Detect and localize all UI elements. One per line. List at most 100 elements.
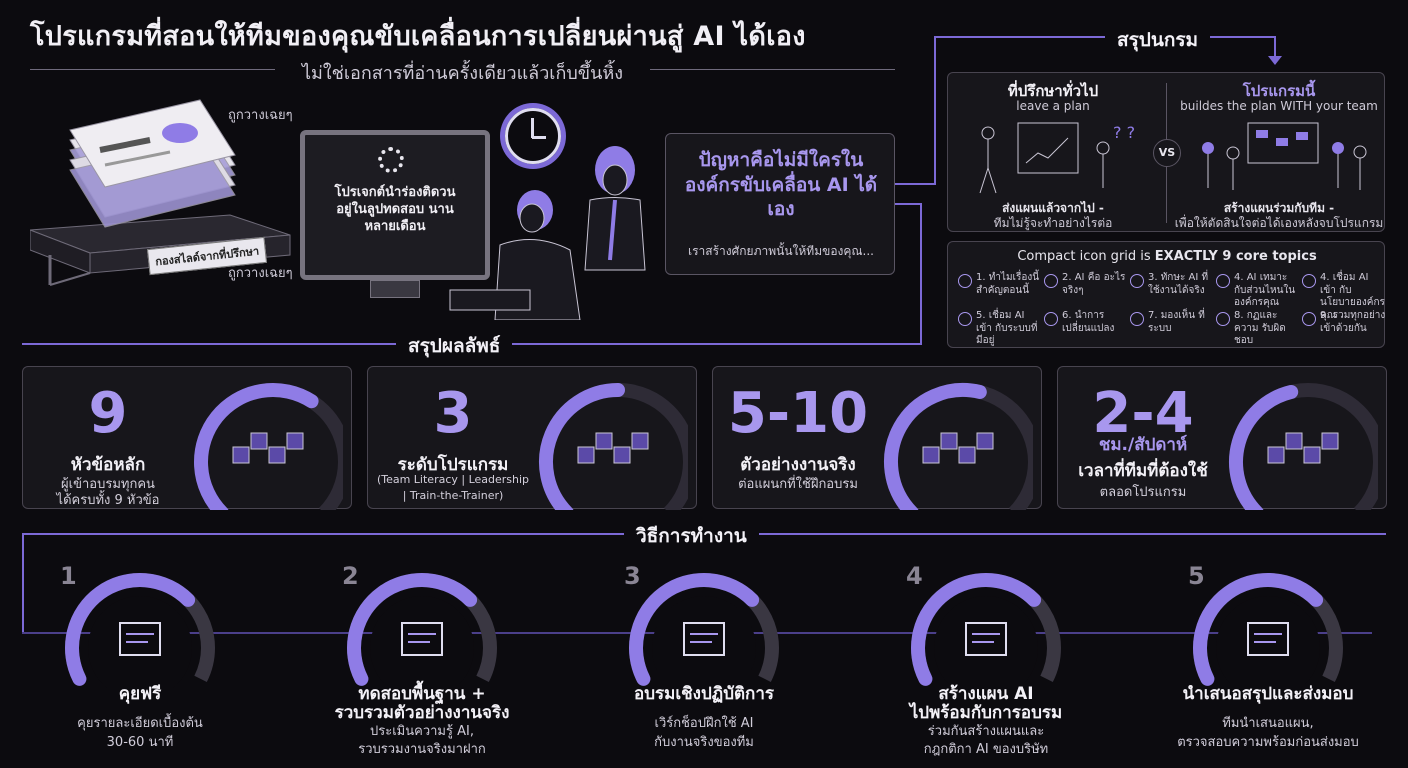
progress-arc: [539, 383, 688, 510]
process-heading: วิธีการทำงาน: [624, 521, 759, 551]
kpi-number: 9: [88, 381, 128, 446]
connector-line: [895, 183, 935, 185]
progress-fill: [884, 383, 987, 510]
kpi-sub: ตลอดโปรแกรม: [1099, 485, 1187, 500]
topic-icon: [1044, 312, 1058, 326]
loading-spinner-icon: [378, 147, 404, 173]
topic-item: 5. เชื่อม AI เข้า กับระบบที่มีอยู่: [976, 310, 1038, 346]
step-arc-fill: [65, 573, 196, 686]
step-title: นำเสนอสรุปและส่งมอบ: [1182, 684, 1354, 704]
program-title: โปรแกรมนี้: [1242, 82, 1316, 100]
topic-icon: [958, 312, 972, 326]
progress-fill: [194, 383, 319, 510]
step-icon: [401, 622, 443, 656]
step-title: อบรมเชิงปฏิบัติการ: [634, 684, 774, 704]
consultant-title: ที่ปรึกษาทั่วไป: [1007, 82, 1099, 100]
step-desc: ประเมินความรู้ AI,: [370, 724, 474, 739]
progress-arc: [194, 383, 343, 510]
kpi-label-2: เวลาที่ทีมที่ต้องใช้: [1078, 461, 1208, 481]
step-arc-fill: [911, 573, 1042, 686]
problem-box: ปัญหาคือไม่มีใครใน องค์กรขับเคลื่อน AI ไ…: [665, 133, 895, 275]
connector-line: [895, 203, 922, 205]
topics-heading-prefix: Compact icon grid is: [1017, 249, 1155, 264]
topic-icon: [1302, 274, 1316, 288]
team-planning-illustration: [1202, 122, 1367, 190]
topic-item: 4. AI เทมาะ กับส่วนไหนใน องค์กรคุณ: [1234, 272, 1296, 308]
consultant-leaving-illustration: ? ?: [979, 122, 1135, 194]
kpi-label: ชม./สัปดาห์: [1098, 435, 1188, 455]
step-title-2: รวบรวมตัวอย่างงานจริง: [334, 703, 510, 723]
step-desc: เวิร์กช็อปฝึกใช้ AI: [654, 716, 754, 731]
step-number: 5: [1188, 562, 1205, 590]
step-desc: คุยรายละเอียดเบื้องต้น: [77, 716, 203, 731]
topic-icon: [1130, 274, 1144, 288]
step-arc: [65, 573, 215, 688]
progress-arc: [1229, 383, 1378, 510]
topics-panel: Compact icon grid is EXACTLY 9 core topi…: [947, 241, 1385, 348]
kpi-number: 2-4: [1092, 381, 1194, 446]
connector-line: [1274, 36, 1276, 58]
topic-icon: [1130, 312, 1144, 326]
step-icon: [119, 622, 161, 656]
label-ignored-top: ถูกวางเฉยๆ: [228, 108, 293, 123]
connector-line: [920, 203, 922, 344]
step-desc: ร่วมกันสร้างแผนและ: [927, 724, 1045, 739]
step-number: 3: [624, 562, 641, 590]
result-icon: [577, 432, 649, 464]
monitor-screen-text: โปรเจกต์นำร่องติดวน อยู่ในลูปทดสอบ นานหล…: [334, 185, 456, 234]
topic-icon: [1216, 312, 1230, 326]
problem-sub: เราสร้างศักยภาพนั้นให้ทีมของคุณ...: [688, 244, 874, 258]
topic-item: 7. มองเห็น ที่ระบบ: [1148, 310, 1205, 334]
progress-fill: [539, 383, 625, 510]
kpi-sub: ต่อแผนกที่ใช้ฝึกอบรม: [738, 477, 858, 492]
topic-icon: [1044, 274, 1058, 288]
step-arc: [911, 573, 1061, 688]
topic-icon: [1302, 312, 1316, 326]
step-desc-2: กฎกติกา AI ของบริษัท: [923, 742, 1049, 757]
progress-fill: [1229, 384, 1299, 510]
consultant-sub: leave a plan: [1016, 99, 1090, 113]
consultant-caption-2: ทีมไม่รู้จะทำอย่างไรต่อ: [993, 216, 1113, 230]
svg-text:? ?: ? ?: [1113, 123, 1135, 142]
step-icon: [683, 622, 725, 656]
step-arc: [347, 573, 497, 688]
step-number: 4: [906, 562, 923, 590]
topic-item: 1. ทำไมเรื่องนี้ สำคัญตอนนี้: [976, 272, 1040, 296]
kpi-label: ระดับโปรแกรม: [397, 455, 509, 475]
progress-arc: [884, 383, 1033, 510]
program-caption-1: สร้างแผนร่วมกับทีม -: [1223, 201, 1335, 215]
summary-heading: สรุปนกรม: [1105, 25, 1211, 55]
step-number: 1: [60, 562, 77, 590]
step-desc: ทีมนำเสนอแผน,: [1222, 716, 1314, 731]
result-icon: [1267, 432, 1339, 464]
topics-heading: Compact icon grid is EXACTLY 9 core topi…: [948, 249, 1386, 264]
page-subtitle: ไม่ใช่เอกสารที่อ่านครั้งเดียวแล้วเก็บขึ้…: [30, 58, 895, 87]
topics-heading-bold: EXACTLY 9 core topics: [1154, 249, 1317, 264]
step-number: 2: [342, 562, 359, 590]
clock-icon: [505, 108, 561, 164]
kpi-sub-2: | Train-the-Trainer): [402, 489, 504, 502]
monitor-stand: [370, 280, 420, 298]
connector-line: [22, 533, 24, 633]
topic-item: 2. AI คือ อะไรจริงๆ: [1062, 272, 1126, 296]
step-title: ทดสอบพื้นฐาน +: [358, 684, 486, 704]
step-arc-fill: [629, 573, 760, 686]
result-icon: [232, 432, 304, 464]
step-desc-2: รวบรวมงานจริงมาฝาก: [358, 742, 486, 757]
comparison-panel: ที่ปรึกษาทั่วไป leave a plan ? ? ส่งแผนแ…: [947, 72, 1385, 232]
kpi-number: 5-10: [727, 381, 869, 446]
clock-hand: [532, 136, 546, 139]
topic-icon: [1216, 274, 1230, 288]
clock-hand: [531, 118, 534, 138]
step-desc-2: ตรวจสอบความพร้อมก่อนส่งมอบ: [1177, 735, 1359, 750]
stressed-people-illustration: [449, 146, 646, 320]
problem-headline: ปัญหาคือไม่มีใครใน องค์กรขับเคลื่อน AI ไ…: [684, 149, 878, 221]
kpi-sub: (Team Literacy | Leadership: [376, 473, 530, 486]
step-icon: [965, 622, 1007, 656]
step-arc-fill: [1193, 573, 1324, 686]
topic-item: 3. ทักษะ AI ที่ใช้งานได้จริง: [1148, 272, 1209, 296]
step-title-2: ไปพร้อมกับการอบรม: [909, 703, 1063, 723]
